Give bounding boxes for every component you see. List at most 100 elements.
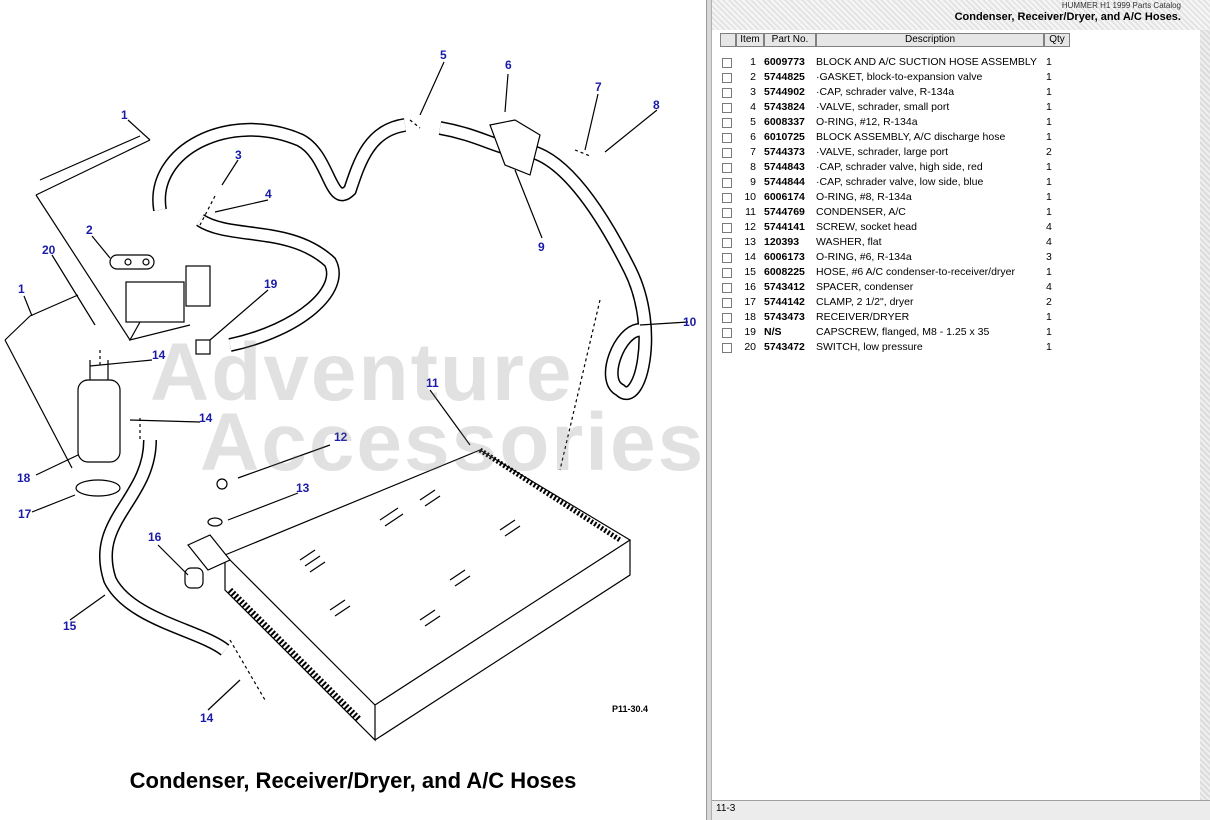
- header-checkbox-col: [720, 33, 736, 47]
- row-item: 20: [744, 341, 756, 353]
- row-qty: 4: [1046, 221, 1052, 233]
- row-part-no: 6008337: [764, 116, 805, 128]
- table-row[interactable]: 8 5744843 ·CAP, schrader valve, high side,…: [720, 160, 1200, 175]
- row-description: SCREW, socket head: [816, 221, 917, 233]
- callout-4: 4: [265, 187, 272, 201]
- row-part-no: 5744141: [764, 221, 805, 233]
- row-description: CONDENSER, A/C: [816, 206, 906, 218]
- row-checkbox[interactable]: [722, 238, 732, 248]
- row-checkbox[interactable]: [722, 328, 732, 338]
- row-part-no: 5744844: [764, 176, 805, 188]
- row-part-no: 5744825: [764, 71, 805, 83]
- header-qty[interactable]: Qty: [1044, 33, 1070, 47]
- header-item[interactable]: Item: [736, 33, 764, 47]
- row-description: O-RING, #12, R-134a: [816, 116, 918, 128]
- row-description: WASHER, flat: [816, 236, 882, 248]
- row-part-no: 5743412: [764, 281, 805, 293]
- header-description[interactable]: Description: [816, 33, 1044, 47]
- callout-3: 3: [235, 148, 242, 162]
- row-checkbox[interactable]: [722, 283, 732, 293]
- row-description: BLOCK AND A/C SUCTION HOSE ASSEMBLY: [816, 56, 1037, 68]
- callout-9: 9: [538, 240, 545, 254]
- table-row[interactable]: 15 6008225 HOSE, #6 A/C condenser-to-recei…: [720, 265, 1200, 280]
- callout-19: 19: [264, 277, 278, 291]
- callout-20: 20: [42, 243, 56, 257]
- row-item: 6: [750, 131, 756, 143]
- row-part-no: 5744843: [764, 161, 805, 173]
- row-item: 15: [744, 266, 756, 278]
- row-part-no: 5743824: [764, 101, 805, 113]
- row-qty: 1: [1046, 56, 1052, 68]
- row-qty: 1: [1046, 326, 1052, 338]
- catalog-subtitle: HUMMER H1 1999 Parts Catalog: [1061, 1, 1181, 10]
- row-item: 18: [744, 311, 756, 323]
- row-checkbox[interactable]: [722, 178, 732, 188]
- row-description: HOSE, #6 A/C condenser-to-receiver/dryer: [816, 266, 1015, 278]
- callout-1b: 1: [18, 282, 25, 296]
- row-checkbox[interactable]: [722, 73, 732, 83]
- row-checkbox[interactable]: [722, 133, 732, 143]
- row-part-no: 6008225: [764, 266, 805, 278]
- table-row[interactable]: 1 6009773 BLOCK AND A/C SUCTION HOSE ASSEM…: [720, 55, 1200, 70]
- row-qty: 4: [1046, 236, 1052, 248]
- vertical-scrollbar[interactable]: [1200, 30, 1210, 800]
- row-checkbox[interactable]: [722, 103, 732, 113]
- row-item: 16: [744, 281, 756, 293]
- row-item: 5: [750, 116, 756, 128]
- row-checkbox[interactable]: [722, 193, 732, 203]
- row-checkbox[interactable]: [722, 148, 732, 158]
- row-item: 8: [750, 161, 756, 173]
- row-checkbox[interactable]: [722, 223, 732, 233]
- row-part-no: N/S: [764, 326, 782, 338]
- row-description: ·CAP, schrader valve, low side, blue: [816, 176, 984, 188]
- row-part-no: 6006173: [764, 251, 805, 263]
- row-part-no: 5743473: [764, 311, 805, 323]
- row-part-no: 6009773: [764, 56, 805, 68]
- header-part-no[interactable]: Part No.: [764, 33, 816, 47]
- row-description: CLAMP, 2 1/2", dryer: [816, 296, 914, 308]
- row-checkbox[interactable]: [722, 88, 732, 98]
- row-part-no: 5743472: [764, 341, 805, 353]
- row-description: CAPSCREW, flanged, M8 - 1.25 x 35: [816, 326, 990, 338]
- row-qty: 2: [1046, 146, 1052, 158]
- row-checkbox[interactable]: [722, 253, 732, 263]
- callout-13: 13: [296, 481, 310, 495]
- row-description: ·CAP, schrader valve, high side, red: [816, 161, 983, 173]
- row-description: ·VALVE, schrader, small port: [816, 101, 950, 113]
- row-checkbox[interactable]: [722, 58, 732, 68]
- row-qty: 1: [1046, 266, 1052, 278]
- row-description: ·VALVE, schrader, large port: [816, 146, 949, 158]
- row-item: 17: [744, 296, 756, 308]
- row-checkbox[interactable]: [722, 163, 732, 173]
- row-item: 1: [750, 56, 756, 68]
- row-qty: 1: [1046, 176, 1052, 188]
- row-checkbox[interactable]: [722, 343, 732, 353]
- row-qty: 1: [1046, 311, 1052, 323]
- row-checkbox[interactable]: [722, 118, 732, 128]
- row-checkbox[interactable]: [722, 208, 732, 218]
- row-description: BLOCK ASSEMBLY, A/C discharge hose: [816, 131, 1006, 143]
- row-qty: 1: [1046, 71, 1052, 83]
- row-checkbox[interactable]: [722, 268, 732, 278]
- panel-splitter[interactable]: [706, 0, 711, 820]
- callout-18: 18: [17, 471, 31, 485]
- row-checkbox[interactable]: [722, 298, 732, 308]
- row-checkbox[interactable]: [722, 313, 732, 323]
